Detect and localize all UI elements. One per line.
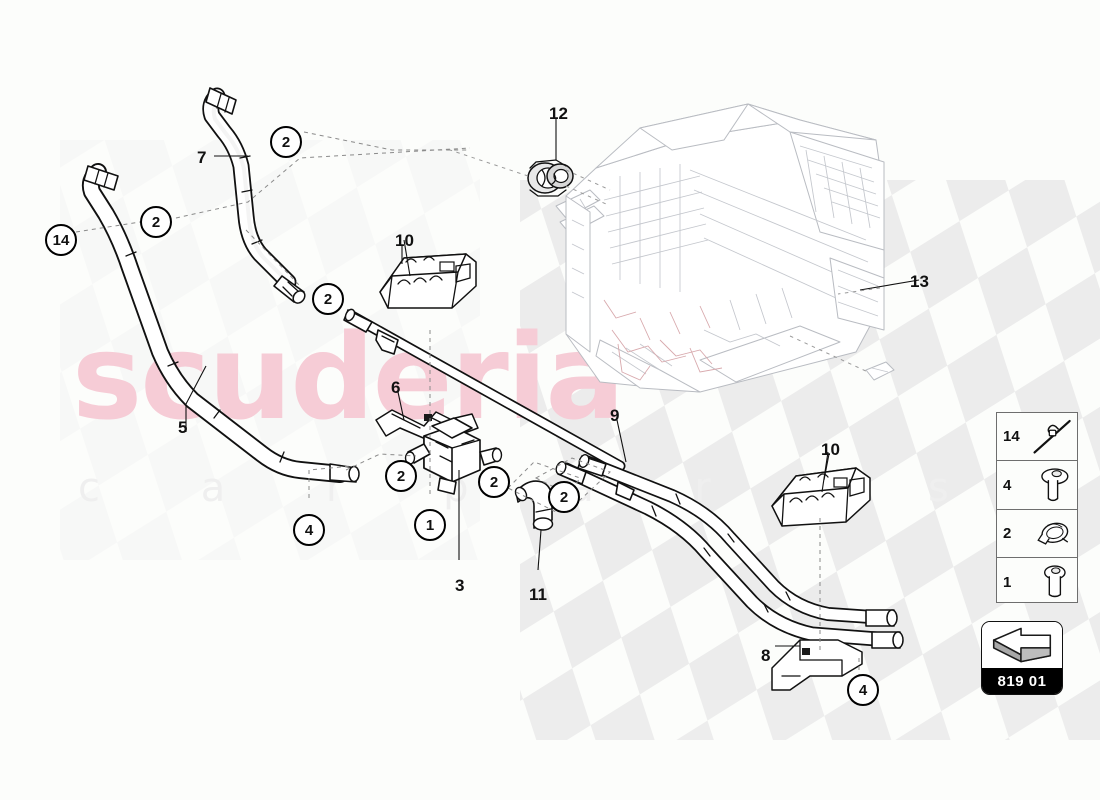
callout-label: 4 xyxy=(304,521,314,539)
callout-label: 2 xyxy=(489,473,499,491)
callout-2-hose7-bottom[interactable]: 2 xyxy=(312,283,344,315)
flange-bolt-icon xyxy=(1029,461,1077,508)
hardware-legend-table: 14 4 2 xyxy=(996,412,1078,603)
hose-item5 xyxy=(81,163,360,483)
callout-2-valve-left[interactable]: 2 xyxy=(385,460,417,492)
legend-row-2: 2 xyxy=(997,510,1077,559)
legend-row-4: 4 xyxy=(997,461,1077,510)
callout-label: 2 xyxy=(396,467,406,485)
label-3: 3 xyxy=(455,576,465,595)
callout-label: 2 xyxy=(281,133,291,151)
callout-1-valve-screw[interactable]: 1 xyxy=(414,509,446,541)
callout-label: 14 xyxy=(52,231,70,249)
legend-row-1: 1 xyxy=(997,558,1077,605)
elbow-connector-item11 xyxy=(514,480,554,531)
label-6: 6 xyxy=(391,378,401,397)
legend-number: 1 xyxy=(1003,573,1012,591)
callout-2-valve-right[interactable]: 2 xyxy=(478,466,510,498)
label-12: 12 xyxy=(549,104,568,123)
callout-label: 2 xyxy=(323,290,333,308)
hvac-housing xyxy=(555,103,895,393)
pan-head-screw-icon xyxy=(1029,558,1077,605)
label-7: 7 xyxy=(197,148,207,167)
label-10-upper: 10 xyxy=(395,231,414,250)
arrow-3d-icon xyxy=(982,622,1062,668)
cable-tie-icon xyxy=(1029,413,1077,460)
hose-item7 xyxy=(202,87,306,304)
label-5: 5 xyxy=(178,418,188,437)
callout-label: 2 xyxy=(559,488,569,506)
callout-label: 1 xyxy=(425,516,435,534)
label-11: 11 xyxy=(529,585,547,604)
part-group-badge[interactable]: 819 01 xyxy=(981,621,1063,695)
callout-4-left[interactable]: 4 xyxy=(293,514,325,546)
label-8: 8 xyxy=(761,646,771,665)
callout-2-hose9[interactable]: 2 xyxy=(548,481,580,513)
callout-label: 4 xyxy=(858,681,868,699)
label-10-lower: 10 xyxy=(821,440,840,459)
callout-14-cable-tie[interactable]: 14 xyxy=(45,224,77,256)
callout-2-hose5-top[interactable]: 2 xyxy=(140,206,172,238)
label-9: 9 xyxy=(610,406,620,425)
legend-row-14: 14 xyxy=(997,413,1077,462)
legend-number: 4 xyxy=(1003,476,1012,494)
label-13: 13 xyxy=(910,272,929,291)
legend-number: 2 xyxy=(1003,525,1012,543)
part-group-number: 819 01 xyxy=(982,668,1062,694)
clip-holder-item10-lower xyxy=(771,451,871,527)
legend-number: 14 xyxy=(1003,428,1020,446)
callout-4-right[interactable]: 4 xyxy=(847,674,879,706)
hose-clamp-icon xyxy=(1029,510,1077,557)
callout-2-hose7-top[interactable]: 2 xyxy=(270,126,302,158)
callout-label: 2 xyxy=(151,213,161,231)
